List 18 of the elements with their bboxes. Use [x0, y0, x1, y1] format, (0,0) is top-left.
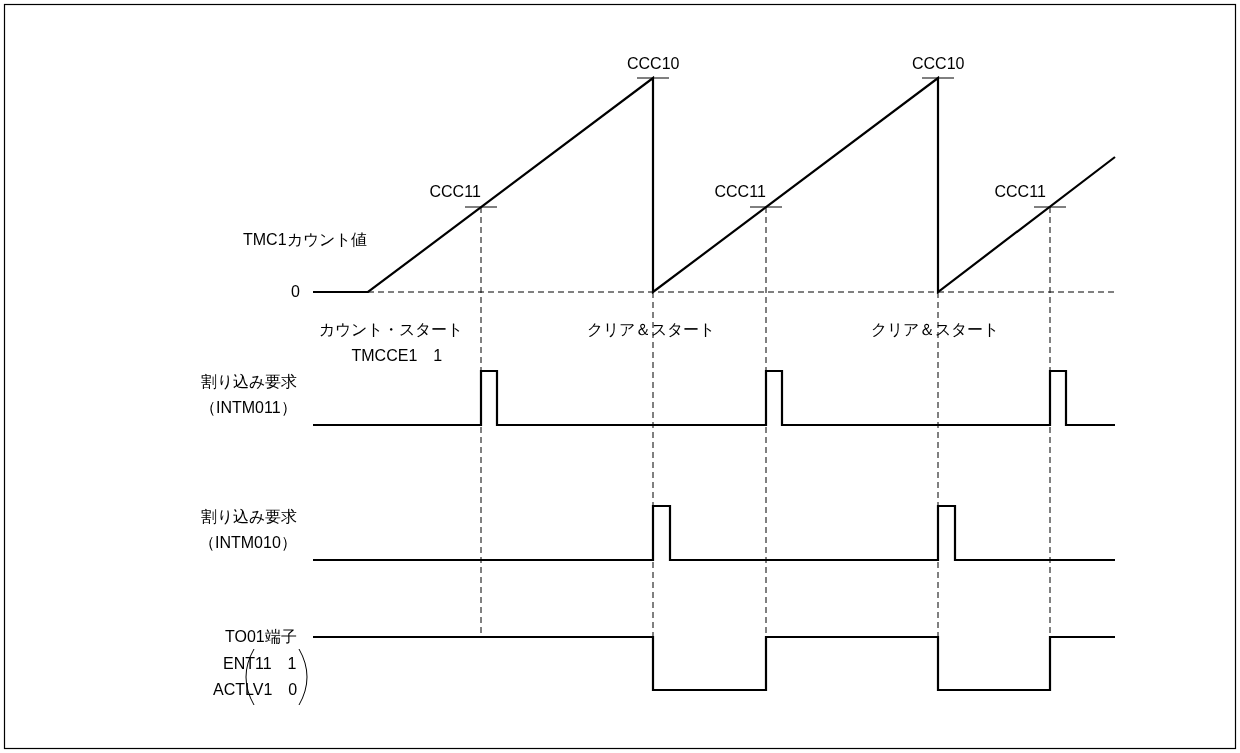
condition-label: TMCCE1 1	[351, 347, 443, 365]
signal-name: 割り込み要求	[201, 508, 297, 526]
axis-label: 0	[291, 283, 300, 301]
axis-label: TMC1カウント値	[243, 231, 367, 249]
condition-label: ACTLV1 0	[213, 681, 298, 699]
level-label: CCC11	[429, 183, 481, 201]
level-label: CCC10	[627, 55, 680, 73]
signal-name: （INTM011）	[200, 399, 297, 417]
event-label: カウント・スタート	[319, 321, 463, 339]
signal-name: 割り込み要求	[201, 373, 297, 391]
signal-name: TO01端子	[225, 628, 297, 646]
event-label: クリア＆スタート	[587, 321, 715, 339]
level-label: CCC10	[912, 55, 965, 73]
condition-label: ENT11 1	[223, 655, 297, 673]
event-label: クリア＆スタート	[871, 321, 999, 339]
signal-name: （INTM010）	[199, 534, 297, 552]
level-label: CCC11	[994, 183, 1046, 201]
level-label: CCC11	[714, 183, 766, 201]
